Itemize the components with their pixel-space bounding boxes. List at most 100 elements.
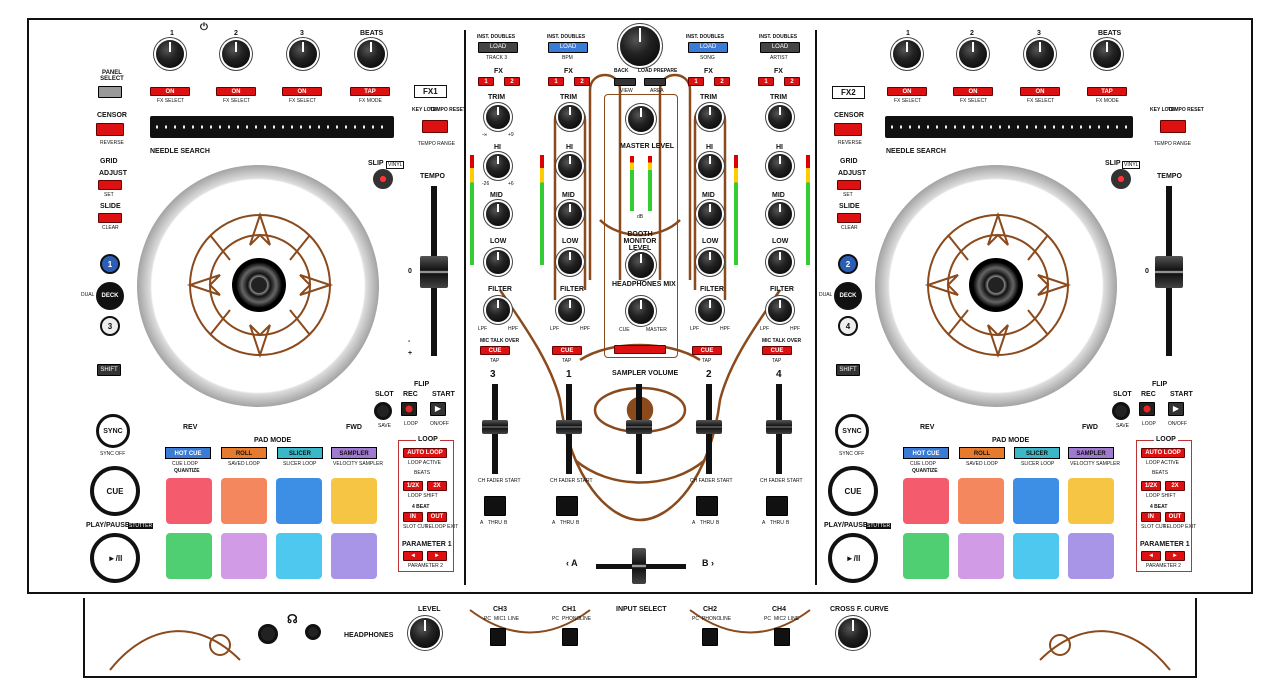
auto-loop-button[interactable]: AUTO LOOP [403,448,447,458]
trim-knob-ch1[interactable] [558,105,582,129]
fx1-knob-1[interactable] [156,40,184,68]
crossfader-assign-ch4[interactable] [766,496,788,516]
fx2-tap-button[interactable]: TAP [1087,87,1127,96]
start-button-right[interactable]: ▶ [1168,402,1184,416]
loop-in-button[interactable]: IN [403,512,423,522]
sync-button[interactable]: SYNC [96,414,130,448]
fx1-tap-button[interactable]: TAP [350,87,390,96]
mid-knob-ch4[interactable] [768,202,792,226]
fx2-on-button-1[interactable]: ON [887,87,927,96]
cue-button-ch2[interactable]: CUE [692,346,722,355]
fx1-knob-3[interactable] [289,40,317,68]
headphone-jack-small[interactable] [305,624,321,640]
mid-knob-ch2[interactable] [698,202,722,226]
browse-rotary-knob[interactable] [620,26,660,66]
fx-assign-2-ch4[interactable]: 2 [784,77,800,86]
filter-knob-ch3[interactable] [486,298,510,322]
fx1-on-button-2[interactable]: ON [216,87,256,96]
loop-half-button-right[interactable]: 1/2X [1141,481,1161,491]
input-select-switch-ch2[interactable] [702,628,718,646]
fx-assign-1-ch2[interactable]: 1 [688,77,704,86]
sampler-mode-button[interactable]: SAMPLER [331,447,377,459]
fx2-knob-2[interactable] [959,40,987,68]
slot-knob-right[interactable] [1112,402,1130,420]
panel-select-button[interactable] [98,86,122,98]
loop-in-button-right[interactable]: IN [1141,512,1161,522]
roll-mode-button-right[interactable]: ROLL [959,447,1005,459]
low-knob-ch1[interactable] [558,250,582,274]
pad-1-right[interactable] [903,478,949,524]
input-select-switch-ch4[interactable] [774,628,790,646]
fx2-knob-1[interactable] [893,40,921,68]
headphones-mix-knob[interactable] [628,298,654,324]
fx-assign-2-ch3[interactable]: 2 [504,77,520,86]
pad-2[interactable] [221,478,267,524]
hi-knob-ch1[interactable] [558,154,582,178]
headphone-jack-large[interactable] [258,624,278,644]
back-button[interactable] [614,78,636,86]
pad-4[interactable] [331,478,377,524]
tempo-fader-handle-right[interactable] [1155,256,1183,288]
shift-button[interactable]: SHIFT [97,364,121,376]
crossfader-assign-ch1[interactable] [556,496,578,516]
headphones-level-knob[interactable] [410,618,440,648]
loop-half-button[interactable]: 1/2X [403,481,423,491]
loop-double-button-right[interactable]: 2X [1165,481,1185,491]
parameter-plus-button[interactable]: ► [427,551,447,561]
pad-1[interactable] [166,478,212,524]
fx2-on-button-3[interactable]: ON [1020,87,1060,96]
grid-adjust-button-right[interactable] [837,180,861,190]
low-knob-ch3[interactable] [486,250,510,274]
load-prepare-button[interactable] [644,78,666,86]
load-button-ch2[interactable]: LOAD [688,42,728,53]
censor-button-right[interactable] [834,123,862,136]
load-button-ch3[interactable]: LOAD [478,42,518,53]
fx1-knob-beats[interactable] [357,40,385,68]
fx1-on-button-1[interactable]: ON [150,87,190,96]
sampler-mode-button-right[interactable]: SAMPLER [1068,447,1114,459]
shift-button-right[interactable]: SHIFT [836,364,860,376]
master-level-knob[interactable] [628,106,654,132]
parameter-plus-button-right[interactable]: ► [1165,551,1185,561]
filter-knob-ch4[interactable] [768,298,792,322]
trim-knob-ch3[interactable] [486,105,510,129]
cue-button-ch1[interactable]: CUE [552,346,582,355]
slot-knob[interactable] [374,402,392,420]
tempo-fader-handle[interactable] [420,256,448,288]
fx2-knob-beats[interactable] [1093,40,1121,68]
low-knob-ch4[interactable] [768,250,792,274]
pad-6[interactable] [221,533,267,579]
hi-knob-ch3[interactable] [486,154,510,178]
parameter-minus-button-right[interactable]: ◄ [1141,551,1161,561]
hi-knob-ch4[interactable] [768,154,792,178]
parameter-minus-button[interactable]: ◄ [403,551,423,561]
roll-mode-button[interactable]: ROLL [221,447,267,459]
grid-slide-button[interactable] [98,213,122,223]
deck-select-button[interactable]: DECK [96,282,124,310]
mid-knob-ch3[interactable] [486,202,510,226]
channel-fader-ch4[interactable] [766,420,792,434]
fx1-knob-2[interactable] [222,40,250,68]
fx2-knob-3[interactable] [1026,40,1054,68]
pad-7[interactable] [276,533,322,579]
fx1-on-button-3[interactable]: ON [282,87,322,96]
cue-button-ch3[interactable]: CUE [480,346,510,355]
rec-button[interactable] [401,402,417,416]
trim-knob-ch2[interactable] [698,105,722,129]
needle-search-strip[interactable] [150,116,394,138]
rec-button-right[interactable] [1139,402,1155,416]
pad-5[interactable] [166,533,212,579]
loop-double-button[interactable]: 2X [427,481,447,491]
slicer-mode-button-right[interactable]: SLICER [1014,447,1060,459]
play-pause-button-right[interactable]: ►/II [828,533,878,583]
auto-loop-button-right[interactable]: AUTO LOOP [1141,448,1185,458]
fx2-on-button-2[interactable]: ON [953,87,993,96]
slip-button-right[interactable] [1111,169,1131,189]
load-button-ch1[interactable]: LOAD [548,42,588,53]
sync-button-right[interactable]: SYNC [835,414,869,448]
pad-4-right[interactable] [1068,478,1114,524]
play-pause-button[interactable]: ►/II [90,533,140,583]
censor-button[interactable] [96,123,124,136]
fx-assign-1-ch1[interactable]: 1 [548,77,564,86]
sampler-volume-fader[interactable] [626,420,652,434]
